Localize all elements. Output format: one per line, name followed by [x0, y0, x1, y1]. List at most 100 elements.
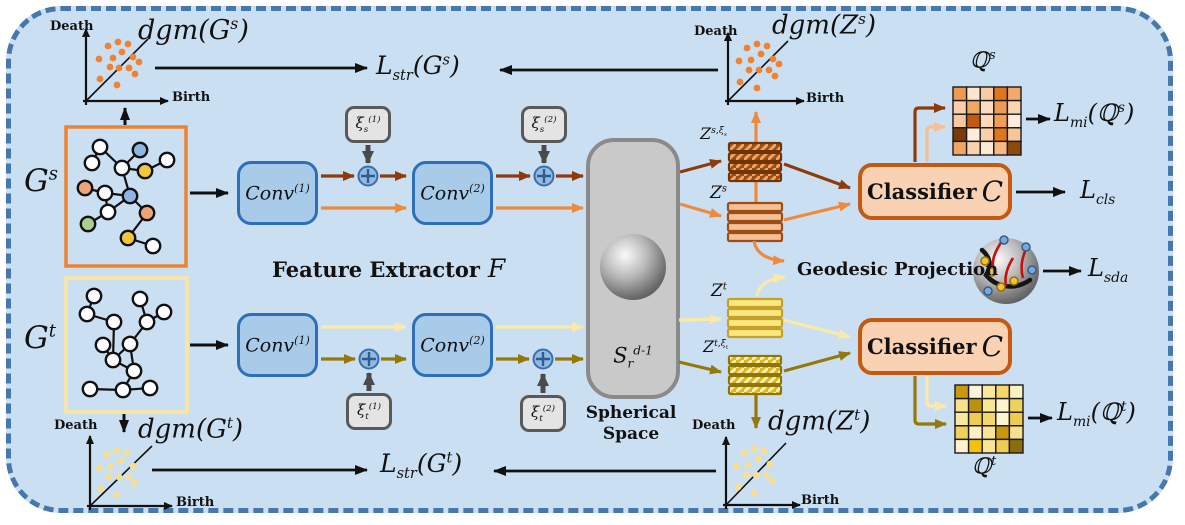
arrow-t-light-3 — [678, 314, 722, 325]
target-graph-illustration-frame — [64, 276, 189, 414]
graph-node — [85, 287, 103, 305]
pd-dot — [109, 54, 117, 62]
dgm-source-latent-label: dgm(Zs) — [772, 10, 877, 41]
pd-dot — [125, 64, 133, 72]
death-axis-label-3: Death — [54, 418, 98, 433]
q-source-label: ℚs — [970, 48, 996, 74]
feature-bar — [726, 297, 784, 309]
feature-bar — [726, 327, 784, 339]
noise-s2-label: ξs(2) — [531, 114, 557, 135]
matrix-cell — [967, 438, 983, 454]
classifier-target-symbol: C — [981, 330, 1004, 363]
feature-bar-hatch — [730, 377, 780, 383]
classifier-source-label: Classifier — [866, 179, 977, 204]
persistence-diagram-source-graph — [82, 28, 169, 105]
noise-t2-label: ξt(2) — [530, 403, 556, 424]
source-graph-illustration — [64, 125, 188, 268]
arrow-layer — [119, 63, 1082, 476]
pd-dot — [117, 457, 125, 465]
feature-bar-hatch — [730, 154, 780, 160]
pd-dot — [95, 464, 103, 472]
feature-extractor-label: Feature Extractor F — [272, 254, 505, 283]
matrix-cell — [952, 113, 968, 129]
pd-dot — [753, 84, 761, 92]
z-target-label: Zt — [711, 281, 727, 301]
noise-s1-label: ξs(1) — [355, 114, 381, 135]
pd-dot — [104, 42, 112, 50]
z-source-bars — [726, 201, 784, 243]
add-node-s2 — [533, 165, 555, 187]
death-axis-label-4: Death — [692, 418, 736, 433]
noise-s1-block: ξs(1) — [345, 106, 391, 143]
arrow-classifier-s-to-qs-dark — [913, 103, 946, 162]
matrix-cell — [954, 438, 970, 454]
feature-extractor-symbol: F — [487, 254, 506, 283]
matrix-cell — [952, 99, 968, 115]
loss-str-source-label: Lstr(Gs) — [376, 51, 460, 84]
pd-dot — [752, 471, 760, 479]
pd-dot — [744, 461, 752, 469]
conv1-target-block: Conv(1) — [237, 313, 318, 377]
birth-axis-label-2: Birth — [806, 91, 845, 106]
z-target-noisy-label: Zt,ξt — [703, 337, 729, 356]
pd-dot — [735, 57, 743, 65]
pd-dot — [113, 491, 121, 499]
graph-node — [94, 336, 112, 354]
matrix-cell — [993, 99, 1009, 115]
matrix-cell — [981, 438, 997, 454]
pd-dot — [736, 78, 744, 86]
pd-dot — [743, 44, 751, 52]
pd-dot — [95, 55, 103, 63]
matrix-cell — [981, 411, 997, 427]
source-graph-illustration-frame — [64, 125, 188, 268]
pd-dot — [115, 473, 123, 481]
conv2-source-label: Conv(2) — [420, 181, 485, 205]
pd-dot — [766, 460, 774, 468]
matrix-cell — [995, 438, 1011, 454]
matrix-cell — [954, 397, 970, 413]
target-graph-illustration — [64, 276, 189, 414]
graph-node — [96, 184, 114, 202]
graph-node — [81, 380, 99, 398]
feature-bar-hatch — [730, 174, 780, 180]
loss-cls-label: Lcls — [1080, 176, 1116, 208]
hypersphere-icon — [600, 234, 666, 300]
matrix-cell — [1008, 438, 1024, 454]
loss-sda-label: Lsda — [1088, 254, 1129, 286]
pd-dot — [129, 462, 137, 470]
graph-node — [104, 351, 122, 369]
arrow-classifier-t-to-qt-light — [925, 376, 947, 411]
arrow-classifier-t-to-qt-dark — [913, 376, 947, 429]
pd-dot — [775, 60, 783, 68]
pd-dot — [750, 489, 758, 497]
pd-dot — [750, 445, 758, 453]
arrow-zs-to-geodesic — [752, 240, 785, 266]
add-node-s1 — [357, 165, 379, 187]
feature-bar — [726, 211, 784, 223]
matrix-cell — [993, 127, 1009, 143]
graph-node — [125, 362, 143, 380]
graph-node — [158, 151, 176, 169]
graph-node — [99, 203, 117, 221]
matrix-cell — [965, 113, 981, 129]
matrix-cell — [952, 127, 968, 143]
spherical-space-line2: Space — [602, 424, 660, 444]
pd-dot — [105, 473, 113, 481]
pd-dot — [103, 451, 111, 459]
matrix-cell — [965, 99, 981, 115]
graph-node — [76, 179, 94, 197]
arrow-t-light-4 — [783, 318, 851, 340]
feature-bar — [726, 307, 784, 319]
matrix-cell — [979, 140, 995, 156]
pd-dot — [97, 485, 105, 493]
arrow-t-dark-6 — [783, 351, 851, 373]
arrow-t-dark-5 — [678, 360, 722, 375]
matrix-cell — [952, 140, 968, 156]
pd-dot — [115, 64, 123, 72]
graph-node — [121, 187, 139, 205]
birth-axis-label-4: Birth — [801, 493, 840, 508]
feature-extractor-text: Feature Extractor — [272, 257, 480, 282]
matrix-cell — [995, 384, 1011, 400]
